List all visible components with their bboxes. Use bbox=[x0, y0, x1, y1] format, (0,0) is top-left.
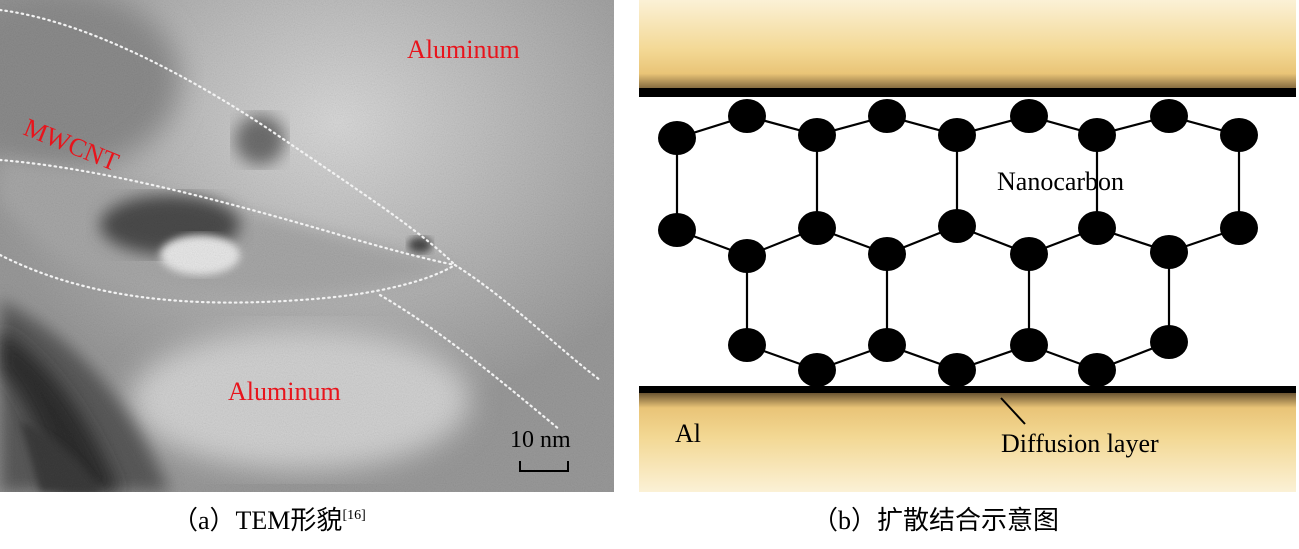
caption-b-text: （b）扩散结合示意图 bbox=[812, 506, 1060, 535]
caption-b: （b）扩散结合示意图 bbox=[812, 500, 1059, 537]
aluminum-bottom-slab bbox=[639, 393, 1296, 492]
diffusion-layer-band bbox=[639, 386, 1296, 394]
diffusion-layer-label: Diffusion layer bbox=[1001, 429, 1159, 458]
tem-image: Aluminum MWCNT Aluminum 10 nm bbox=[0, 0, 614, 492]
scale-bar-label: 10 nm bbox=[510, 427, 571, 453]
caption-a-reference: [16] bbox=[342, 508, 366, 523]
caption-a-text: （a）TEM形貌 bbox=[172, 506, 343, 535]
top-interface-layer bbox=[639, 88, 1296, 97]
al-label: Al bbox=[675, 419, 701, 448]
aluminum-top-slab bbox=[639, 0, 1296, 92]
diffusion-schematic: Nanocarbon Al Diffusion layer bbox=[639, 0, 1296, 492]
diffusion-schematic-panel: Nanocarbon Al Diffusion layer bbox=[639, 0, 1296, 492]
aluminum-bottom-label: Aluminum bbox=[228, 377, 341, 406]
caption-a: （a）TEM形貌[16] bbox=[172, 500, 366, 537]
diffusion-layer-pointer bbox=[1000, 397, 1026, 425]
scale-bar bbox=[519, 461, 569, 472]
tem-image-panel: Aluminum MWCNT Aluminum 10 nm bbox=[0, 0, 614, 492]
aluminum-top-label: Aluminum bbox=[407, 35, 520, 64]
lattice-atoms bbox=[658, 99, 1258, 387]
nanocarbon-label: Nanocarbon bbox=[997, 167, 1124, 196]
